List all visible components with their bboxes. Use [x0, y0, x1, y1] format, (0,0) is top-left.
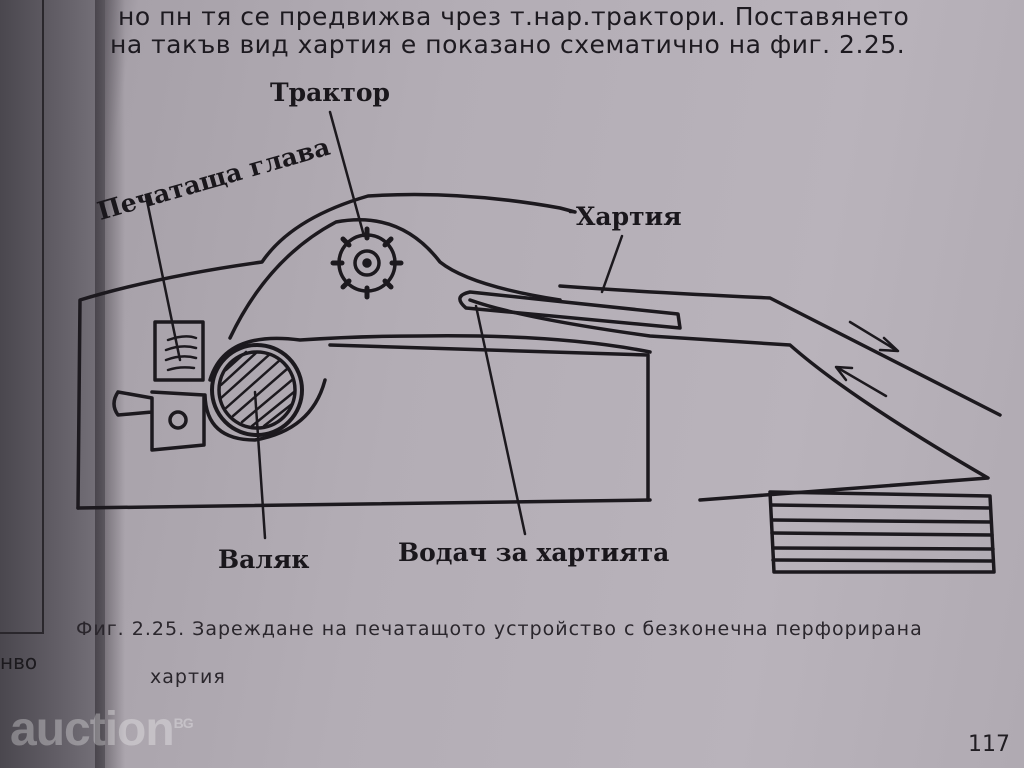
label-roller: Валяк: [218, 545, 310, 574]
watermark: auctionBG: [10, 702, 194, 757]
inner-bay: [328, 343, 650, 502]
housing-base-line: [76, 498, 652, 510]
body-text-line-2: на такъв вид хартия е показано схематичн…: [110, 30, 906, 59]
left-page-edge: нво: [0, 0, 105, 768]
tractor-arm-outer: [228, 218, 562, 340]
paper-stack: [768, 490, 996, 574]
label-tractor: Трактор: [270, 78, 390, 107]
feed-arrows: [834, 320, 900, 398]
watermark-suffix: BG: [173, 715, 194, 731]
watermark-text: auction: [10, 703, 175, 756]
left-page-frame: [0, 0, 44, 634]
carriage-hole: [168, 410, 188, 430]
page-gutter-shadow: [95, 0, 125, 768]
figure-caption-line-2: хартия: [150, 666, 226, 688]
print-head: [153, 320, 205, 382]
paper-guide-slot: [458, 290, 682, 330]
paper-path-lower: [468, 298, 990, 502]
figure-caption-line-1: Фиг. 2.25. Зареждане на печатащото устро…: [76, 618, 923, 640]
roller-arm-inner: [203, 378, 327, 442]
body-text-line-1: но пн тя се предвижва чрез т.нар.трактор…: [118, 2, 910, 31]
carriage-bracket: [112, 390, 206, 452]
label-paper-guide: Водач за хартията: [398, 538, 670, 567]
tractor-gear: [330, 226, 404, 300]
label-paper: Хартия: [576, 202, 682, 231]
page-number: 117: [968, 732, 1010, 757]
paper-path-upper: [558, 284, 1002, 417]
leader-lines: [144, 110, 624, 540]
left-page-word: нво: [0, 650, 38, 674]
printer-housing-outline: [76, 192, 577, 510]
roller-arm: [208, 334, 652, 382]
